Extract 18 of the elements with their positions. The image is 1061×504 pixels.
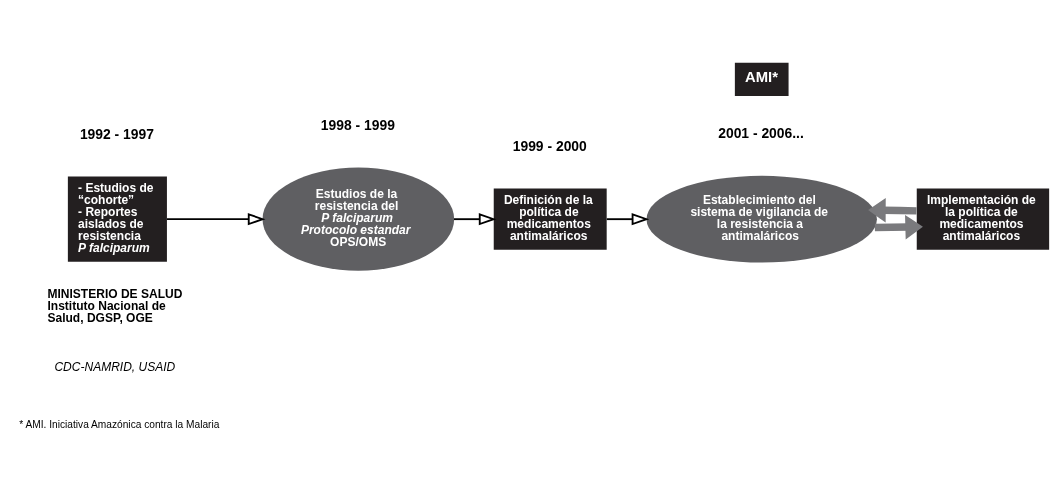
- label: 1992 - 1997: [79, 125, 154, 142]
- label: CDC-NAMRID, USAID: [54, 359, 176, 374]
- node-ellipse: Estudios de la resistencia del P falciparum Protocolo estandar OPS/OMS: [262, 167, 455, 271]
- arrow: [166, 212, 266, 225]
- node-box: Implementación de la política de medicamentos antimaláricos: [916, 188, 1050, 250]
- node-ellipse: Establecimiento del sistema de vigilancia de la resistencia a antimaláricos: [646, 175, 877, 263]
- node-box: - Estudios de “cohorte” - Reportes aislados de resistencia P falciparum: [67, 176, 167, 262]
- arrow: [874, 214, 923, 239]
- node-box: Definición de la política de medicamentos antimaláricos: [493, 188, 607, 250]
- label: * AMI. Iniciativa Amazónica contra la Malaria: [19, 418, 220, 430]
- label: 1999 - 2000: [512, 137, 587, 154]
- arrow: [868, 197, 917, 222]
- label: 1998 - 1999: [320, 116, 395, 133]
- arrow: [605, 212, 650, 225]
- node-box: AMI*: [734, 62, 789, 96]
- arrow: [453, 212, 497, 225]
- label: MINISTERIO DE SALUD Instituto Nacional de Salud, DGSP, OGE: [47, 286, 183, 325]
- label: 2001 - 2006...: [718, 124, 804, 141]
